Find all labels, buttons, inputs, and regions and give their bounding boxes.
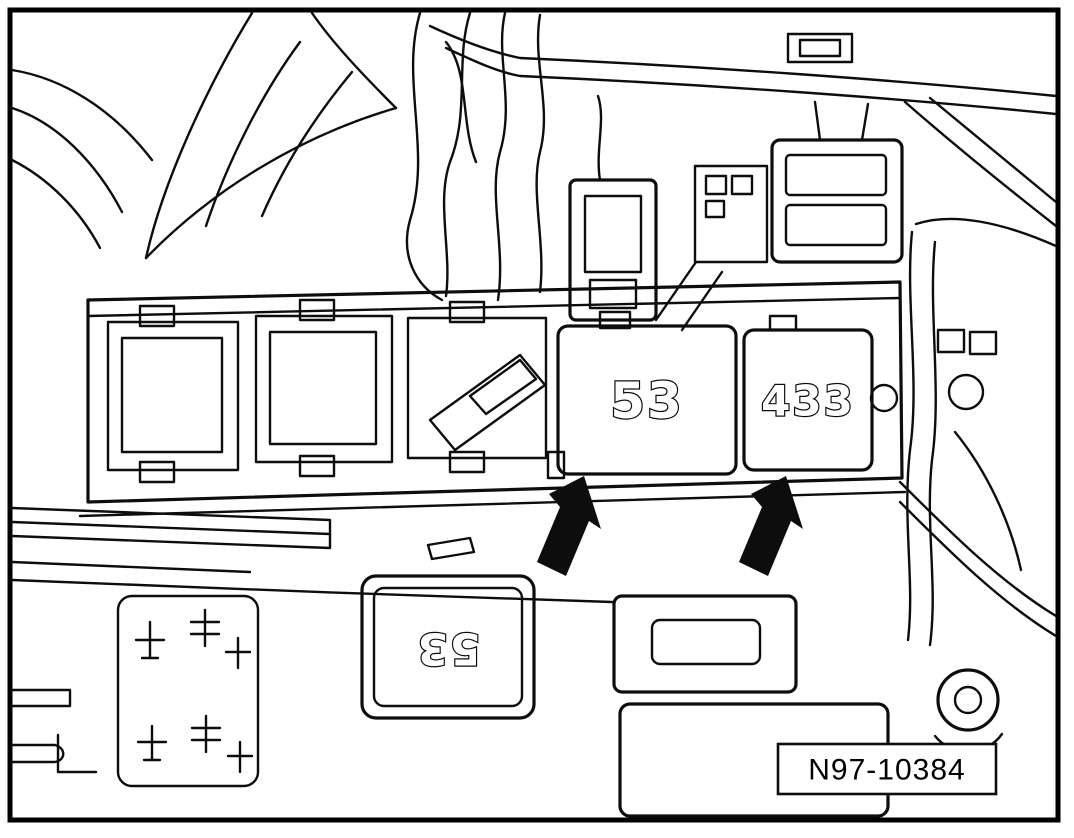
connector-lead xyxy=(596,94,603,182)
panel-line xyxy=(914,217,1058,248)
panel-line xyxy=(144,106,398,260)
cowl-line xyxy=(444,46,1058,116)
harness-line xyxy=(444,40,478,164)
connector-housing xyxy=(612,594,798,694)
tilted-relay-inner xyxy=(468,358,538,416)
bolt-circle-small xyxy=(947,373,985,411)
pointer-arrows xyxy=(537,476,803,576)
connector-window xyxy=(583,194,643,274)
carrier-hole xyxy=(869,383,899,413)
relay-53-label: 53 xyxy=(610,372,684,430)
panel-line xyxy=(928,96,1058,204)
rail-line xyxy=(10,560,252,574)
edge-tab xyxy=(10,688,72,708)
relay-433-clip xyxy=(768,314,798,332)
cowl-edge xyxy=(428,24,1058,248)
bolt-head-outer xyxy=(936,668,1000,732)
relay-53-clip xyxy=(598,310,632,330)
panel-line xyxy=(260,70,354,218)
clip-symbol xyxy=(224,636,252,670)
relay-433-label: 433 xyxy=(761,377,855,426)
panel-line xyxy=(903,100,1058,228)
socket-clip xyxy=(138,304,176,328)
panel-line xyxy=(10,158,102,250)
panel-line xyxy=(310,11,398,110)
tilted-relay xyxy=(428,353,547,452)
lower-relay-face xyxy=(372,586,524,708)
connector-lead xyxy=(813,100,822,142)
panel-line xyxy=(10,106,124,214)
rail-bar-line xyxy=(10,520,332,536)
socket-clip xyxy=(298,454,336,478)
connector-window xyxy=(588,278,638,310)
arrow-up-icon xyxy=(739,476,803,576)
panel-line xyxy=(204,40,302,228)
lower-relay-label-group: 53 xyxy=(414,621,482,674)
upper-connector-blocks xyxy=(568,94,904,332)
carrier-top-edge xyxy=(86,296,902,318)
figure-reference: N97-10384 xyxy=(776,742,998,796)
brace-line xyxy=(654,260,698,322)
bolt-head-inner xyxy=(953,685,983,715)
lower-relay-53: 53 xyxy=(360,574,536,720)
panel-line xyxy=(144,11,254,260)
bracket-outline xyxy=(116,594,260,788)
relay-block-slot xyxy=(784,203,888,247)
right-body-structure xyxy=(898,230,1058,753)
lower-relay-body xyxy=(360,574,536,720)
left-edge-details xyxy=(10,688,98,774)
connector-pin xyxy=(704,199,726,219)
clip-symbol xyxy=(189,608,221,648)
body-line xyxy=(906,230,915,642)
body-line xyxy=(928,240,937,647)
socket-clip xyxy=(448,450,486,474)
clip-bracket xyxy=(116,594,260,788)
relay-socket-window xyxy=(120,336,224,454)
cowl-line xyxy=(428,24,1058,98)
connector-slot xyxy=(650,618,762,666)
carrier-outline xyxy=(86,280,904,504)
arrow-up-icon xyxy=(537,476,601,576)
rail-line xyxy=(10,578,614,604)
cowl-clip xyxy=(786,32,854,64)
harness-line xyxy=(405,11,444,302)
body-line xyxy=(898,480,1058,618)
connector-lead xyxy=(860,102,870,142)
relay-socket-empty xyxy=(254,314,394,464)
carrier-clip xyxy=(546,450,566,480)
connector-pin xyxy=(704,174,728,196)
body-line xyxy=(898,500,1058,638)
reference-box xyxy=(776,742,998,796)
connector-small xyxy=(693,164,769,264)
clip-symbol xyxy=(134,620,166,660)
body-line xyxy=(953,430,1023,572)
connector-pin xyxy=(730,174,754,196)
reference-label: N97-10384 xyxy=(808,754,965,787)
relay-socket-empty xyxy=(406,316,548,460)
socket-clip xyxy=(448,300,486,324)
connector-holder xyxy=(568,178,658,322)
edge-tab xyxy=(10,743,65,764)
cowl-panel-left xyxy=(10,11,398,260)
lower-relay-53-label: 53 xyxy=(415,623,480,674)
clip-symbol xyxy=(190,714,222,754)
clip-symbol xyxy=(136,724,168,762)
socket-clip xyxy=(138,460,176,484)
relay-53-body xyxy=(556,324,738,476)
relay-carrier: 53 433 xyxy=(78,280,907,518)
clip-symbol xyxy=(226,740,254,774)
bolt-block xyxy=(936,328,966,354)
cowl-clip-inner xyxy=(798,38,842,58)
socket-clip xyxy=(298,298,336,322)
relay-socket-window xyxy=(268,330,378,446)
bolt-block xyxy=(968,330,998,356)
small-clip xyxy=(426,536,476,561)
relay-block-slot xyxy=(784,153,888,197)
panel-line xyxy=(10,68,154,162)
brace-line xyxy=(680,270,724,332)
lower-rails xyxy=(10,506,614,604)
relay-block-upper xyxy=(770,138,904,264)
edge-bracket xyxy=(56,733,98,774)
